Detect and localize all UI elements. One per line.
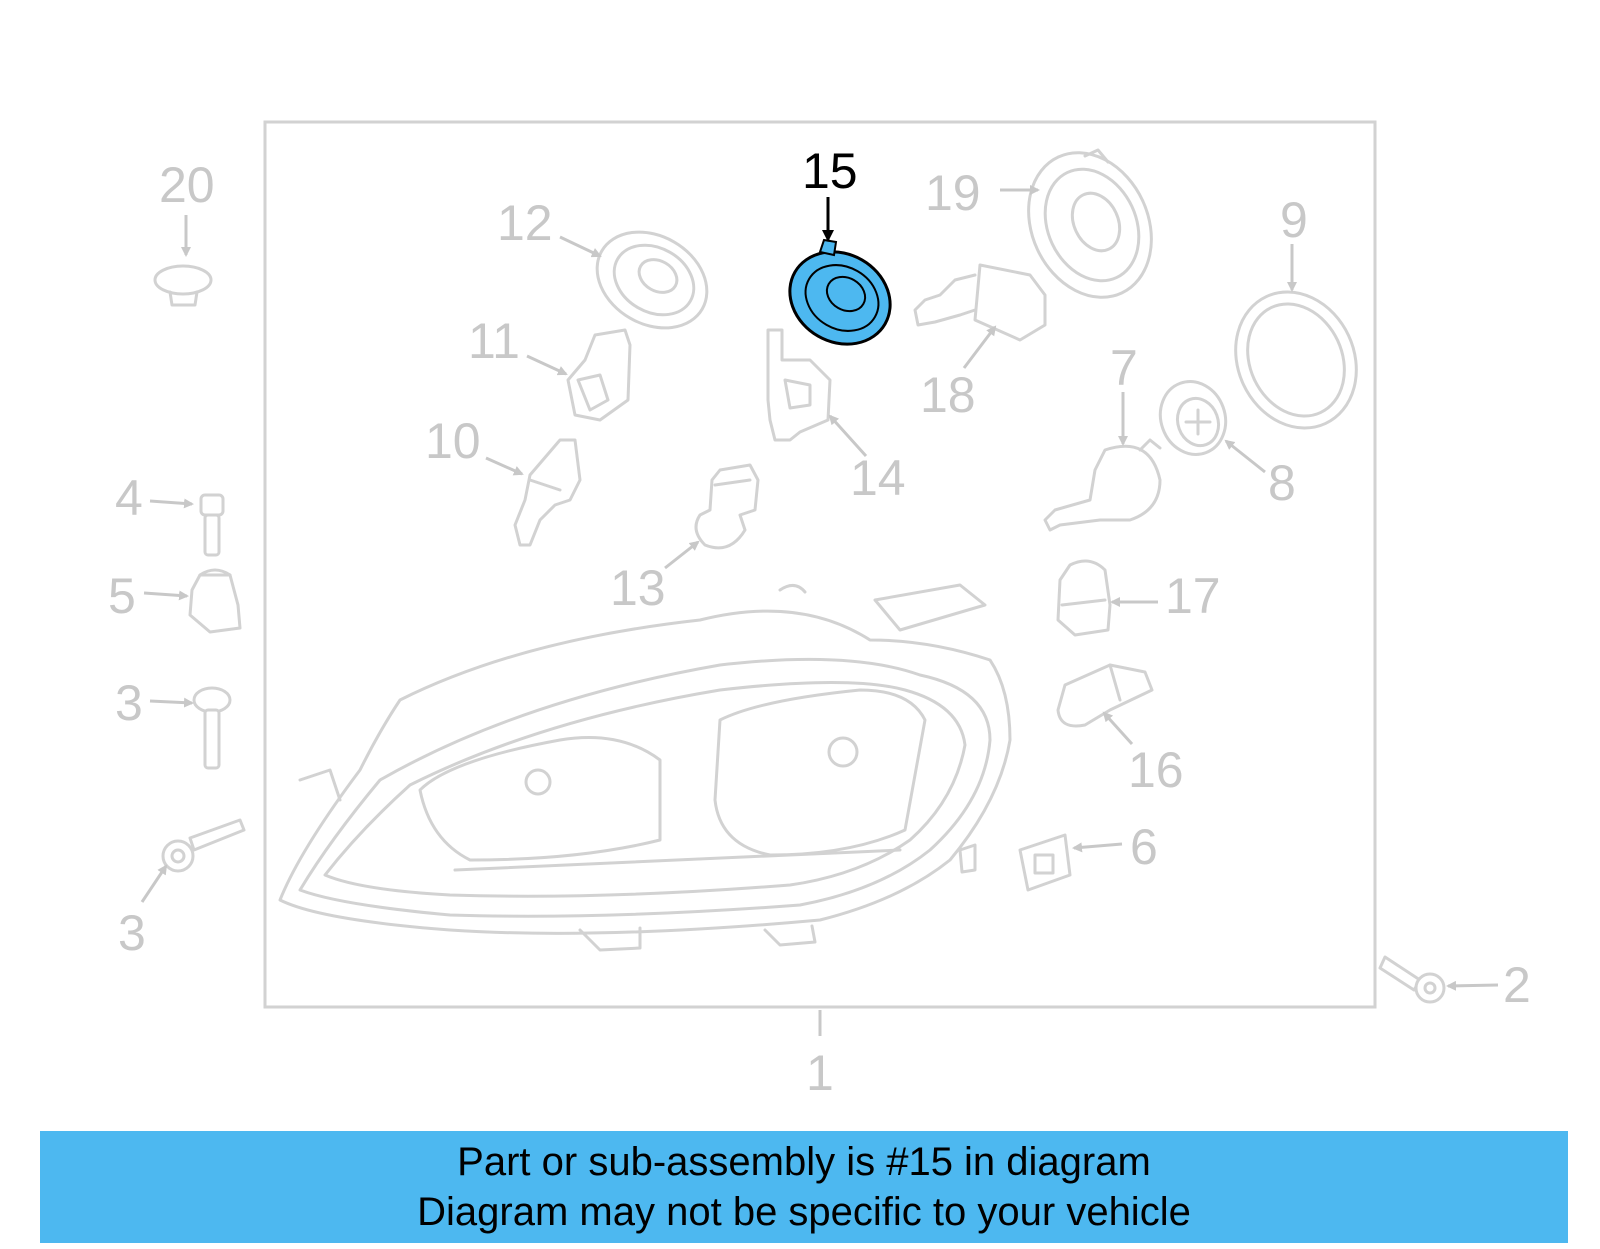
part-6-clip	[1018, 833, 1072, 892]
callout-3b	[140, 864, 168, 903]
label-part-8: 8	[1268, 455, 1296, 511]
callout-11	[526, 354, 568, 376]
part-2-bolt	[1378, 955, 1446, 1004]
label-part-19: 19	[925, 165, 981, 221]
part-16-bulb	[1056, 663, 1154, 728]
part-14-holder	[766, 328, 832, 442]
callout-14	[828, 414, 868, 458]
label-part-3a: 3	[115, 675, 143, 731]
callout-12	[559, 235, 602, 258]
label-part-14: 14	[850, 450, 906, 506]
label-part-11: 11	[468, 313, 520, 369]
callout-13	[664, 540, 700, 570]
label-part-17: 17	[1165, 568, 1221, 624]
callout-4	[149, 498, 194, 509]
label-part-6: 6	[1130, 819, 1158, 875]
label-part-9: 9	[1280, 192, 1308, 248]
callout-3a	[149, 697, 194, 708]
part-3-bolt-angled	[161, 818, 246, 873]
part-15-cap[interactable]	[773, 234, 907, 362]
assembly-frame	[263, 120, 1377, 1009]
label-part-15: 15	[802, 143, 858, 199]
label-part-7: 7	[1110, 340, 1138, 396]
callout-10	[485, 456, 524, 476]
callout-5	[143, 590, 189, 601]
banner-line-1: Part or sub-assembly is #15 in diagram	[457, 1140, 1151, 1184]
label-part-10: 10	[425, 413, 481, 469]
label-part-16: 16	[1128, 742, 1184, 798]
part-8-socket	[1158, 380, 1228, 456]
part-3-bolt-vertical	[192, 686, 232, 770]
label-part-12: 12	[497, 195, 553, 251]
part-19-cover	[1027, 148, 1153, 299]
part-9-ring	[1234, 290, 1358, 430]
part-20-plug	[153, 264, 213, 307]
callout-8	[1224, 439, 1266, 474]
part-4-screw	[199, 493, 225, 557]
part-10-bulb	[513, 438, 582, 547]
banner-line-2: Diagram may not be specific to your vehi…	[417, 1190, 1191, 1234]
callout-16	[1102, 711, 1134, 746]
part-18-module	[913, 263, 1047, 342]
part-13-bulb	[694, 463, 760, 550]
label-part-20: 20	[159, 157, 215, 213]
part-17-clip	[1056, 559, 1112, 637]
label-part-2: 2	[1503, 957, 1531, 1013]
part-7-bulb	[1043, 438, 1162, 532]
label-part-4: 4	[115, 470, 143, 526]
callout-2	[1446, 980, 1499, 991]
label-part-1: 1	[806, 1045, 834, 1101]
callout-18	[962, 325, 997, 369]
label-part-13: 13	[610, 560, 666, 616]
part-11-socket	[566, 328, 632, 422]
info-banner: Part or sub-assembly is #15 in diagram D…	[40, 1131, 1568, 1243]
part-5-clip	[188, 568, 242, 634]
callout-6	[1072, 842, 1123, 853]
label-part-18: 18	[920, 367, 976, 423]
part-12-cap	[595, 230, 709, 330]
label-part-3b: 3	[118, 905, 146, 961]
label-part-5: 5	[108, 568, 136, 624]
headlamp-assembly	[278, 583, 1012, 952]
